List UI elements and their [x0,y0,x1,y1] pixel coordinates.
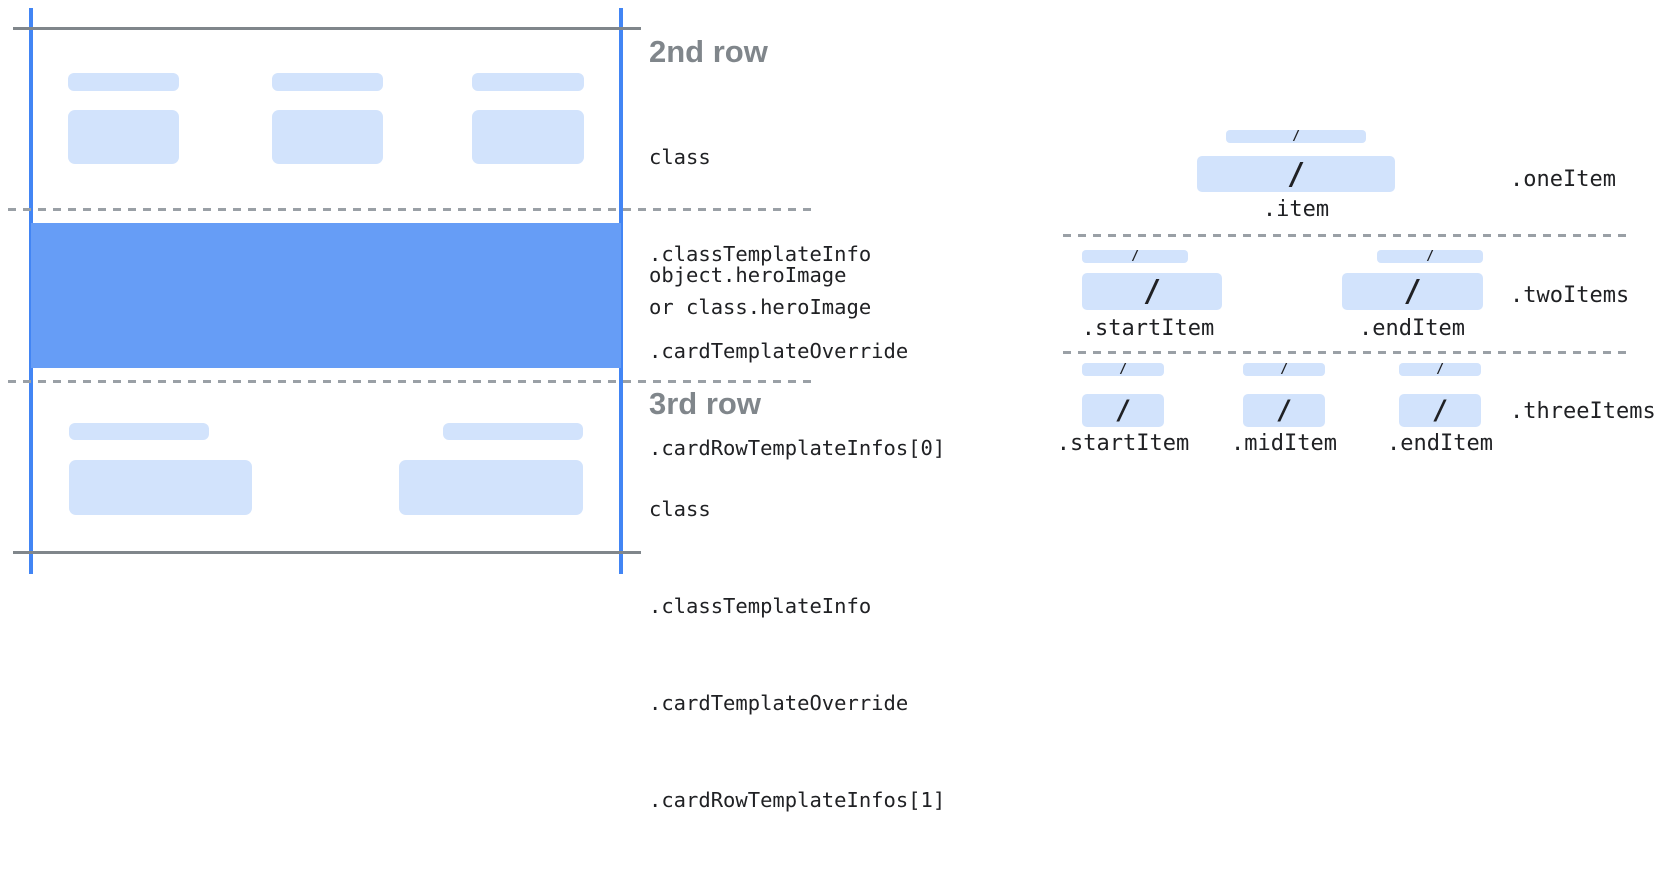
one-two-divider-dashed-line [1063,234,1629,237]
card-right-edge-line [619,8,623,574]
item-label-bar [69,423,209,440]
wallet-card-template-diagram: { "colors": { "accent_blue": "#4285F4", … [8,8,1656,813]
slash-placeholder: / [1426,249,1434,264]
item-value-bar [68,110,179,164]
card-top-boundary-line [13,27,641,30]
slash-placeholder: / [1119,362,1127,377]
slash-placeholder: / [1403,274,1422,309]
hero-caption: object.heroImage or class.heroImage [649,259,871,324]
item-label-bar [443,423,583,440]
hero-image-block [31,223,621,368]
slash-placeholder: / [1292,129,1300,144]
item-value-bar: / [1082,273,1222,310]
item-label-bar: / [1399,362,1481,377]
hero-row3-divider-dashed-line [8,380,818,383]
row3-code-line: .cardTemplateOverride [649,691,909,716]
item-label-bar: / [1082,362,1164,377]
row2-code-line: class [649,144,711,169]
item-label-bar [68,73,179,91]
slash-placeholder: / [1286,156,1306,192]
item-value-bar [472,110,584,164]
two-items-row-label: .twoItems [1510,283,1630,308]
start-item-label: .startItem [1056,431,1190,456]
item-field-label: .item [1262,197,1330,222]
slash-placeholder: / [1436,362,1444,377]
slash-placeholder: / [1114,395,1132,426]
hero-code-line: object.heroImage [649,263,847,287]
item-label-bar: / [1377,249,1483,264]
item-label-bar [472,73,584,91]
slash-placeholder: / [1131,249,1139,264]
row3-code-line: .cardRowTemplateInfos[1] [649,788,946,813]
two-three-divider-dashed-line [1063,351,1629,354]
item-value-bar: / [1197,156,1395,192]
item-value-bar: / [1243,394,1325,427]
row2-title: 2nd row [649,34,768,69]
slash-placeholder: / [1275,395,1293,426]
item-value-bar [272,110,383,164]
item-label-bar: / [1243,362,1325,377]
item-value-bar: / [1082,394,1164,427]
end-item-label: .endItem [1359,316,1465,341]
start-item-label: .startItem [1081,316,1215,341]
row3-code-line: class [649,496,711,521]
mid-item-label: .midItem [1231,431,1337,456]
slash-placeholder: / [1142,274,1162,309]
slash-placeholder: / [1431,395,1449,426]
three-items-row-label: .threeItems [1510,399,1656,424]
row2-hero-divider-dashed-line [8,208,818,211]
one-item-row-label: .oneItem [1510,167,1616,192]
row3-title: 3rd row [649,386,761,421]
row2-code-line: .classTemplateInfo [649,242,872,267]
item-value-bar: / [1342,273,1483,310]
item-value-bar: / [1399,394,1481,427]
end-item-label: .endItem [1387,431,1493,456]
row2-caption: 2nd row class .classTemplateInfo .cardTe… [649,33,945,530]
slash-placeholder: / [1280,362,1288,377]
row2-code-line: .cardRowTemplateInfos[0] [649,436,946,461]
item-label-bar [272,73,383,91]
card-bottom-boundary-line [13,551,641,554]
item-value-bar [399,460,583,515]
hero-code-line: or class.heroImage [649,295,872,320]
row3-caption: 3rd row class .classTemplateInfo .cardTe… [649,385,945,882]
item-value-bar [69,460,252,515]
item-label-bar: / [1226,129,1366,144]
row2-code-line: .cardTemplateOverride [649,339,909,364]
row3-code-line: .classTemplateInfo [649,594,872,619]
item-label-bar: / [1082,249,1188,264]
